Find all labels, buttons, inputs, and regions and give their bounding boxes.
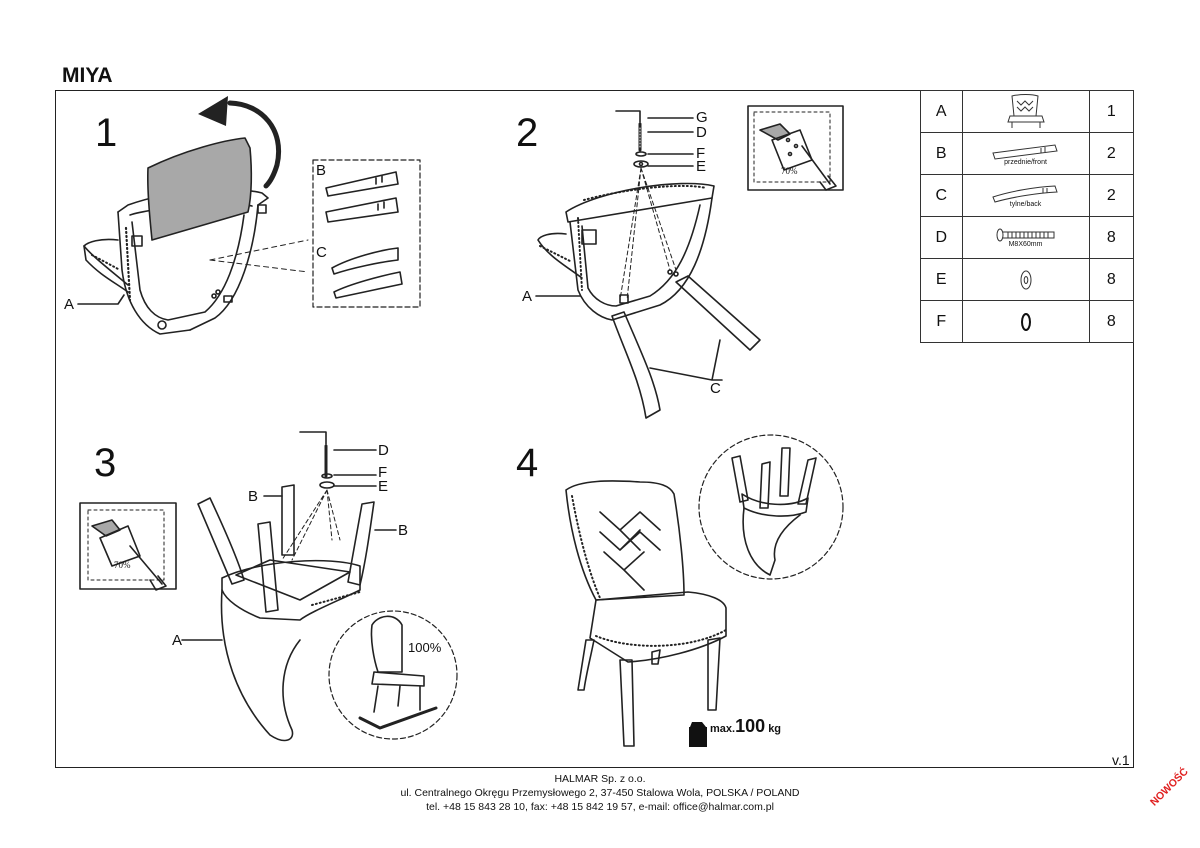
step-4-number: 4 — [516, 441, 539, 485]
version-label: v.1 — [1112, 752, 1130, 768]
step-3-label-b-right: B — [398, 522, 409, 539]
instruction-frame — [55, 90, 1134, 768]
step-3-circle-percent: 100% — [408, 640, 442, 655]
step-2-detail-percent: 70% — [781, 166, 798, 176]
part-code: F — [920, 300, 963, 343]
part-qty: 2 — [1088, 174, 1135, 217]
step-1-number: 1 — [95, 111, 118, 155]
step-2-label-c: C — [710, 380, 721, 397]
parts-row: E 8 — [920, 258, 1135, 301]
footer-company: HALMAR Sp. z o.o. — [554, 773, 646, 785]
washer-icon — [961, 258, 1090, 301]
part-caption: przednie/front — [1004, 158, 1047, 166]
parts-row: F 8 — [920, 300, 1135, 343]
step-1-drawing — [77, 96, 421, 335]
footer-address: ul. Centralnego Okręgu Przemysłowego 2, … — [400, 787, 800, 799]
part-caption: M8X60mm — [1008, 240, 1043, 248]
part-qty: 8 — [1088, 258, 1135, 301]
step-3-label-b-left: B — [248, 488, 259, 505]
step-3-number: 3 — [94, 441, 117, 485]
max-load-unit: kg — [768, 723, 782, 735]
part-code: B — [920, 132, 963, 175]
step-3-label-d: D — [378, 442, 389, 459]
bolt-icon: M8X60mm — [961, 216, 1090, 259]
step-4-drawing — [565, 434, 844, 747]
step-1-label-c: C — [316, 244, 327, 261]
front-leg-icon: przednie/front — [961, 132, 1090, 175]
product-title: MIYA — [62, 64, 113, 87]
step-3-label-a: A — [172, 632, 183, 649]
parts-row: D M8X60mm 8 — [920, 216, 1135, 259]
part-code: C — [920, 174, 963, 217]
max-load-label: max.100 kg — [688, 716, 781, 737]
footer-contact: tel. +48 15 843 28 10, fax: +48 15 842 1… — [426, 801, 774, 813]
step-3-detail-percent: 70% — [114, 560, 131, 570]
step-2-label-f: F — [696, 145, 706, 162]
step-2-label-d: D — [696, 124, 707, 141]
step-2-number: 2 — [516, 111, 539, 155]
step-2-label-e: E — [696, 158, 707, 175]
parts-row: A 1 — [920, 90, 1135, 133]
part-qty: 1 — [1088, 90, 1135, 133]
part-code: A — [920, 90, 963, 133]
company-footer: HALMAR Sp. z o.o. ul. Centralnego Okręgu… — [0, 772, 1200, 814]
step-2-drawing — [535, 105, 844, 419]
part-qty: 8 — [1088, 216, 1135, 259]
parts-row: C tylne/back 2 — [920, 174, 1135, 217]
part-qty: 2 — [1088, 132, 1135, 175]
max-load-prefix: max. — [710, 723, 736, 735]
step-2-label-g: G — [696, 109, 708, 126]
parts-list-table: A 1 B przednie/front 2 C — [920, 90, 1135, 343]
back-leg-icon: tylne/back — [961, 174, 1090, 217]
step-1-label-a: A — [64, 296, 75, 313]
spring-washer-icon — [961, 300, 1090, 343]
step-1-label-b: B — [316, 162, 327, 179]
part-caption: tylne/back — [1009, 200, 1042, 208]
part-qty: 8 — [1088, 300, 1135, 343]
parts-row: B przednie/front 2 — [920, 132, 1135, 175]
chair-back-icon — [961, 90, 1090, 133]
step-2-label-a: A — [522, 288, 533, 305]
part-code: E — [920, 258, 963, 301]
step-3-label-e: E — [378, 478, 389, 495]
max-load-value: 100 — [735, 716, 766, 736]
step-3-drawing — [79, 431, 458, 742]
step-3-label-f: F — [378, 464, 388, 481]
part-code: D — [920, 216, 963, 259]
